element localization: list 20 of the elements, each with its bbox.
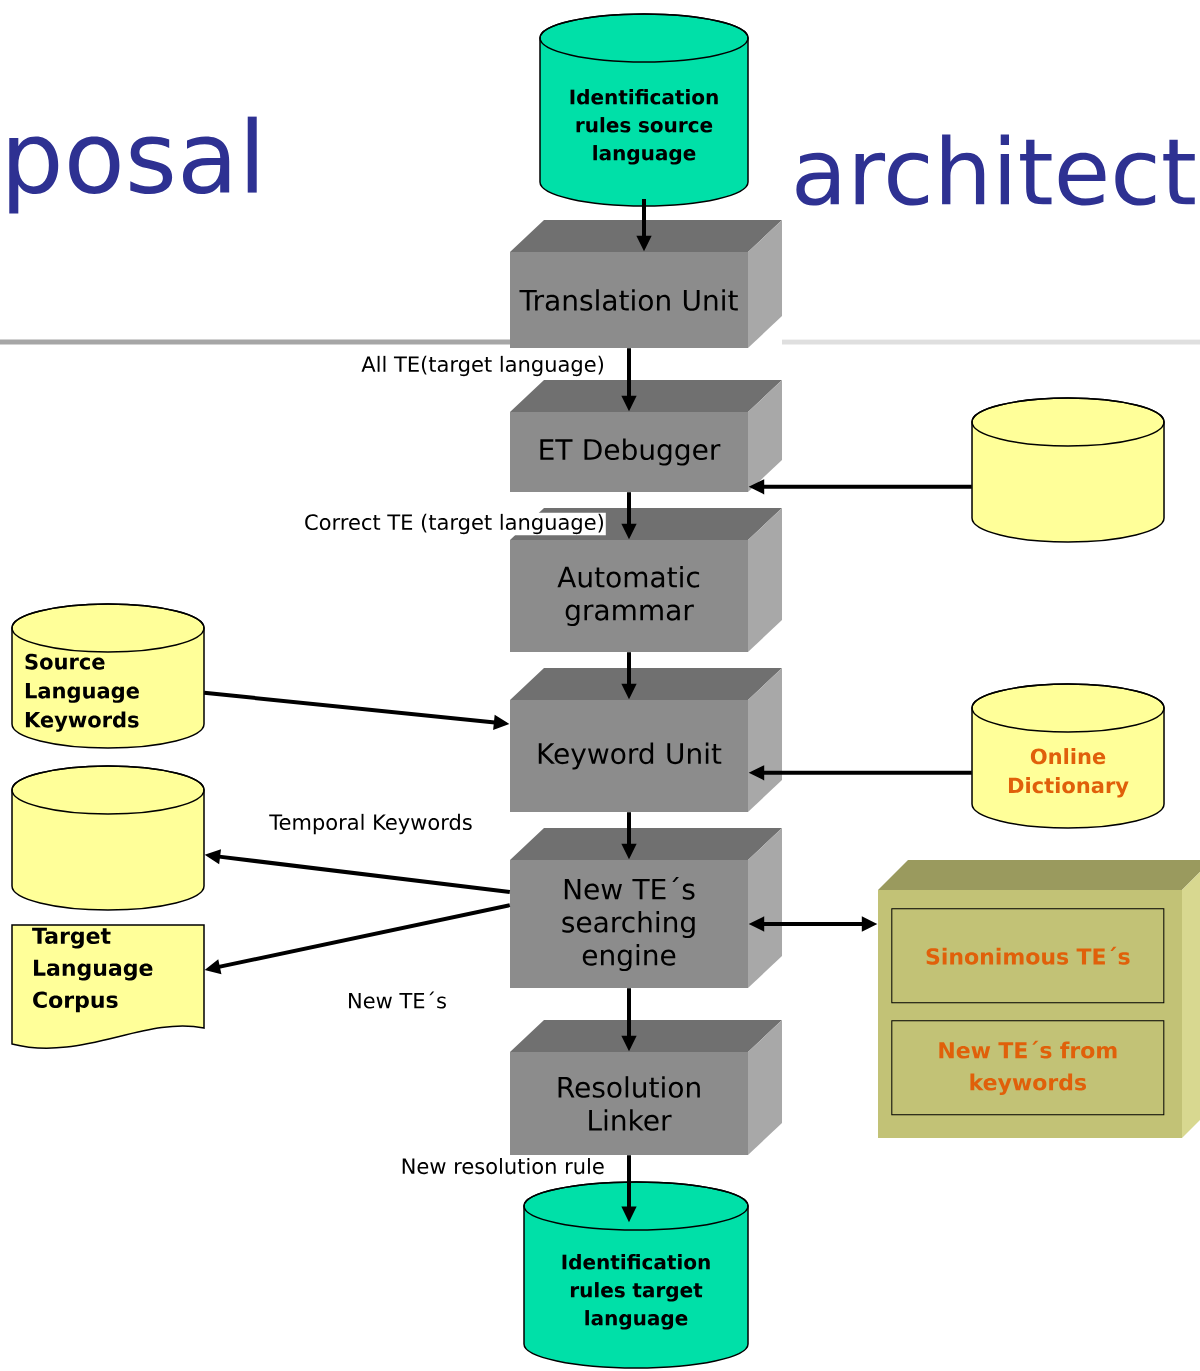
database-cylinder: Identification rules target language [523,1181,749,1369]
process-block: New TE´s searching engine [510,828,782,988]
database-cylinder [11,765,205,911]
title-text: architect [796,134,1195,206]
edge-label: Correct TE (target language) [303,512,606,536]
edge-label: New TE´s [346,990,448,1010]
database-cylinder [971,397,1165,543]
process-block: ET Debugger [510,380,782,492]
edge-label: All TE(target language) [360,354,606,378]
process-block: Resolution Linker [510,1020,782,1155]
edge-label: Temporal Keywords [268,812,474,836]
inner-box: New TE´s from keywords [891,1020,1165,1116]
database-cylinder: Identification rules source language [539,13,749,207]
process-block: Translation Unit [510,220,782,348]
process-block: Keyword Unit [510,668,782,812]
title-text: posal [9,116,257,214]
edge-label: New resolution rule [399,1156,606,1176]
database-cylinder: Online Dictionary [971,683,1165,829]
inner-box: Sinonimous TE´s [891,908,1165,1004]
database-cylinder: Source Language Keywords [11,603,205,749]
